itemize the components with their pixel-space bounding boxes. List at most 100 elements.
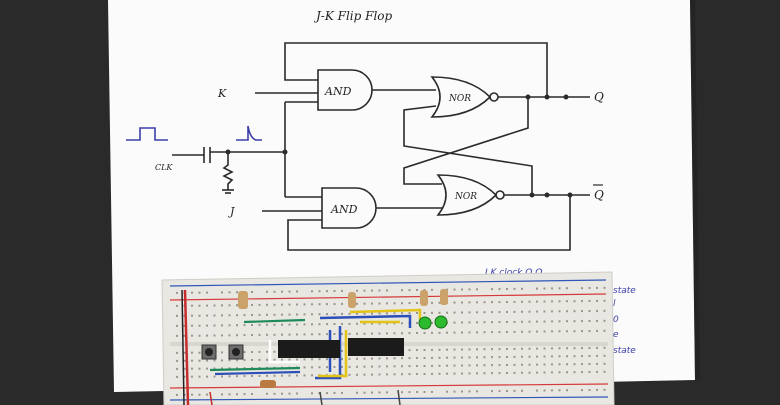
breadboard-hole bbox=[536, 310, 538, 313]
breadboard-hole bbox=[431, 364, 433, 367]
breadboard-hole bbox=[251, 304, 253, 306]
breadboard-hole bbox=[348, 373, 351, 376]
breadboard-hole bbox=[318, 313, 321, 316]
breadboard-hole bbox=[453, 348, 456, 351]
resistor bbox=[238, 291, 248, 309]
breadboard-hole bbox=[588, 310, 591, 312]
breadboard-hole bbox=[236, 393, 238, 396]
breadboard-hole bbox=[506, 288, 508, 290]
breadboard-hole bbox=[401, 373, 403, 376]
feedback-bottom bbox=[287, 195, 571, 251]
breadboard-hole bbox=[528, 310, 531, 313]
breadboard-hole bbox=[296, 333, 298, 336]
breadboard-hole bbox=[198, 291, 201, 294]
breadboard-hole bbox=[596, 286, 598, 289]
breadboard-hole bbox=[588, 300, 591, 302]
breadboard-hole bbox=[536, 300, 538, 303]
breadboard-hole bbox=[281, 303, 283, 306]
breadboard-hole bbox=[453, 301, 456, 304]
breadboard-hole bbox=[266, 392, 268, 395]
breadboard-hole bbox=[438, 356, 441, 359]
breadboard-hole bbox=[341, 349, 343, 352]
junction-dot bbox=[567, 192, 573, 198]
breadboard-hole bbox=[356, 365, 358, 368]
breadboard-hole bbox=[581, 347, 583, 350]
breadboard-hole bbox=[521, 330, 523, 333]
breadboard-hole bbox=[468, 321, 471, 324]
breadboard-hole bbox=[551, 363, 553, 366]
breadboard-hole bbox=[221, 334, 223, 337]
breadboard-hole bbox=[446, 364, 448, 367]
breadboard-hole bbox=[528, 300, 531, 303]
breadboard-hole bbox=[558, 371, 561, 374]
breadboard-hole bbox=[408, 357, 411, 360]
breadboard-hole bbox=[326, 358, 328, 361]
breadboard-hole bbox=[386, 289, 388, 292]
junction-dot bbox=[525, 94, 531, 100]
breadboard-hole bbox=[476, 372, 478, 375]
clk-label: CLK bbox=[155, 163, 173, 172]
breadboard-hole bbox=[528, 371, 531, 374]
breadboard-hole bbox=[206, 367, 208, 370]
breadboard-hole bbox=[176, 324, 178, 327]
breadboard-hole bbox=[176, 334, 178, 337]
breadboard-hole bbox=[393, 312, 396, 315]
breadboard-hole bbox=[446, 372, 448, 375]
breadboard-hole bbox=[393, 322, 396, 325]
breadboard-hole bbox=[588, 355, 591, 357]
yellow-jumper-wire bbox=[318, 330, 348, 378]
breadboard-hole bbox=[386, 357, 388, 360]
breadboard-hole bbox=[521, 300, 523, 303]
breadboard-hole bbox=[228, 375, 231, 378]
breadboard-hole bbox=[251, 291, 253, 293]
breadboard-hole bbox=[596, 354, 598, 357]
breadboard-hole bbox=[476, 348, 478, 351]
breadboard-hole bbox=[393, 357, 396, 360]
nor-bottom-label: NOR bbox=[454, 192, 477, 202]
breadboard-hole bbox=[213, 314, 216, 317]
breadboard-hole bbox=[596, 370, 598, 373]
breadboard-hole bbox=[318, 358, 321, 361]
green-jumper-wire bbox=[243, 318, 306, 324]
breadboard-hole bbox=[446, 288, 448, 291]
breadboard-hole bbox=[318, 323, 321, 326]
breadboard-hole bbox=[566, 310, 568, 313]
breadboard-hole bbox=[588, 287, 591, 289]
breadboard-hole bbox=[371, 373, 373, 376]
breadboard-hole bbox=[393, 365, 396, 368]
breadboard-hole bbox=[296, 303, 298, 306]
breadboard-hole bbox=[416, 391, 418, 393]
junction-dot bbox=[282, 149, 288, 155]
breadboard-hole bbox=[191, 367, 193, 370]
breadboard-hole bbox=[401, 391, 403, 394]
breadboard-hole bbox=[236, 304, 238, 307]
breadboard-hole bbox=[416, 357, 418, 359]
breadboard-hole bbox=[603, 354, 606, 357]
breadboard-hole bbox=[288, 392, 291, 395]
breadboard-hole bbox=[378, 373, 381, 376]
breadboard-hole bbox=[558, 363, 561, 366]
breadboard-hole bbox=[603, 362, 606, 365]
q-output-label: Q bbox=[594, 90, 604, 104]
junction-dot bbox=[544, 192, 550, 198]
breadboard-hole bbox=[363, 391, 366, 394]
breadboard-hole bbox=[438, 331, 441, 334]
breadboard-hole bbox=[386, 322, 388, 325]
breadboard-hole bbox=[423, 312, 426, 314]
breadboard-hole bbox=[498, 331, 501, 334]
breadboard-hole bbox=[206, 334, 208, 337]
breadboard-hole bbox=[498, 301, 501, 304]
breadboard-hole bbox=[333, 313, 336, 315]
breadboard-hole bbox=[543, 310, 546, 313]
breadboard-hole bbox=[596, 309, 598, 312]
breadboard-hole bbox=[251, 334, 253, 336]
breadboard-hole bbox=[183, 351, 186, 354]
resistor bbox=[440, 289, 448, 305]
breadboard-hole bbox=[476, 356, 478, 359]
breadboard-hole bbox=[288, 333, 291, 336]
breadboard-hole bbox=[273, 290, 276, 293]
breadboard-hole bbox=[483, 311, 486, 314]
notes-line-4: e bbox=[613, 330, 619, 340]
breadboard-hole bbox=[281, 313, 283, 316]
